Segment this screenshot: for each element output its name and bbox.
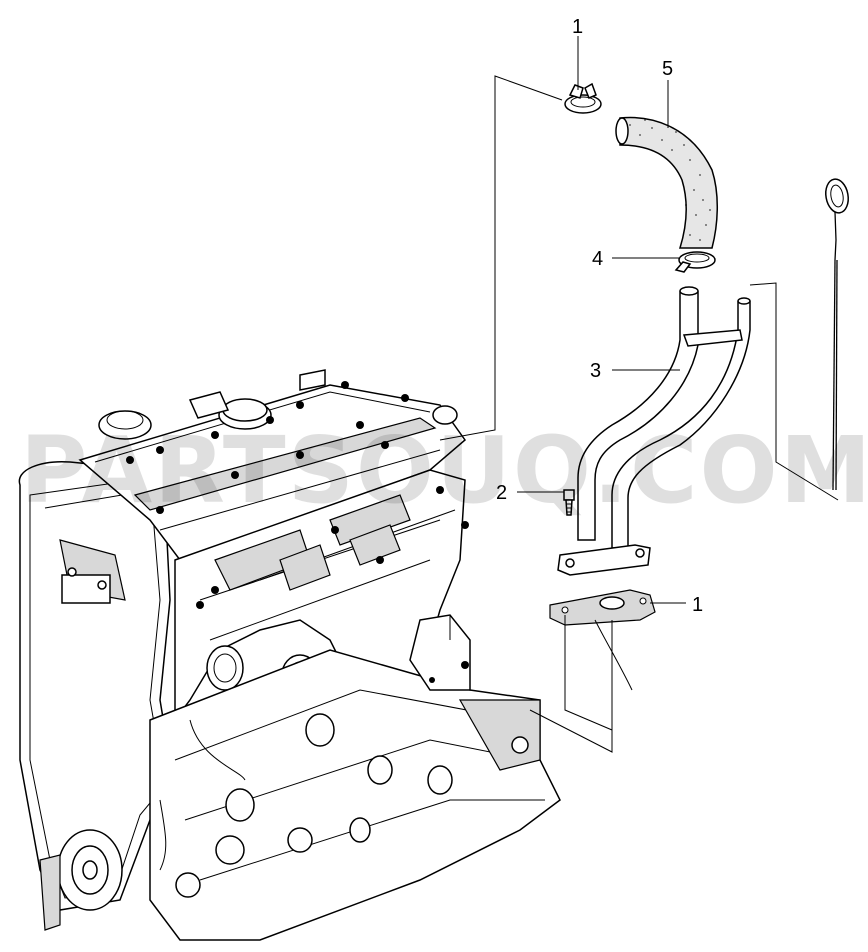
dipstick xyxy=(825,178,849,491)
dipstick-tube xyxy=(557,286,751,576)
watermark: PARTSOUQ.COM xyxy=(20,417,868,524)
callout-4-top: 1 xyxy=(572,16,583,38)
callout-4-mid: 4 xyxy=(592,248,603,270)
callout-2: 2 xyxy=(496,482,507,504)
callout-5: 5 xyxy=(662,58,673,80)
leader-lines xyxy=(439,36,839,753)
hose xyxy=(615,116,719,249)
hose-clamp-top xyxy=(564,82,602,114)
gasket xyxy=(549,589,656,626)
hose-clamp-mid xyxy=(674,251,716,273)
callout-3: 3 xyxy=(590,360,601,382)
callouts: 1 5 4 3 2 1 xyxy=(496,16,703,616)
engine-assembly xyxy=(18,369,561,941)
bolt xyxy=(563,489,575,516)
callout-1: 1 xyxy=(692,594,703,616)
